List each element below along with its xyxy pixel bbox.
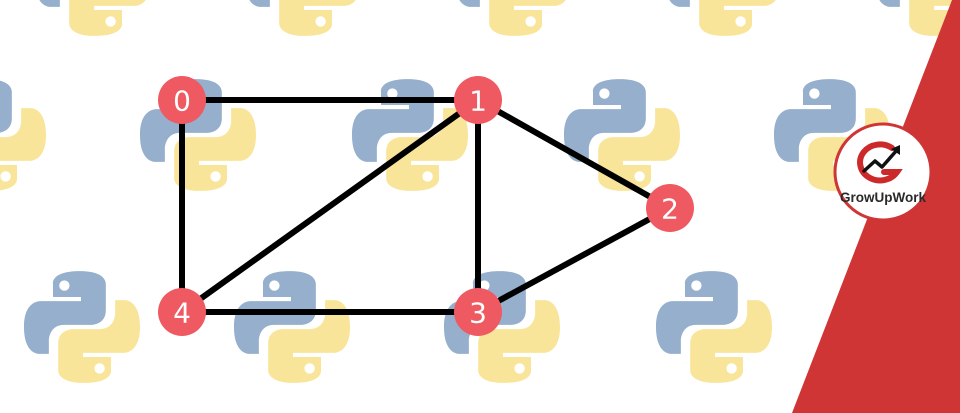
brand-name: GrowUpWork	[840, 190, 926, 205]
